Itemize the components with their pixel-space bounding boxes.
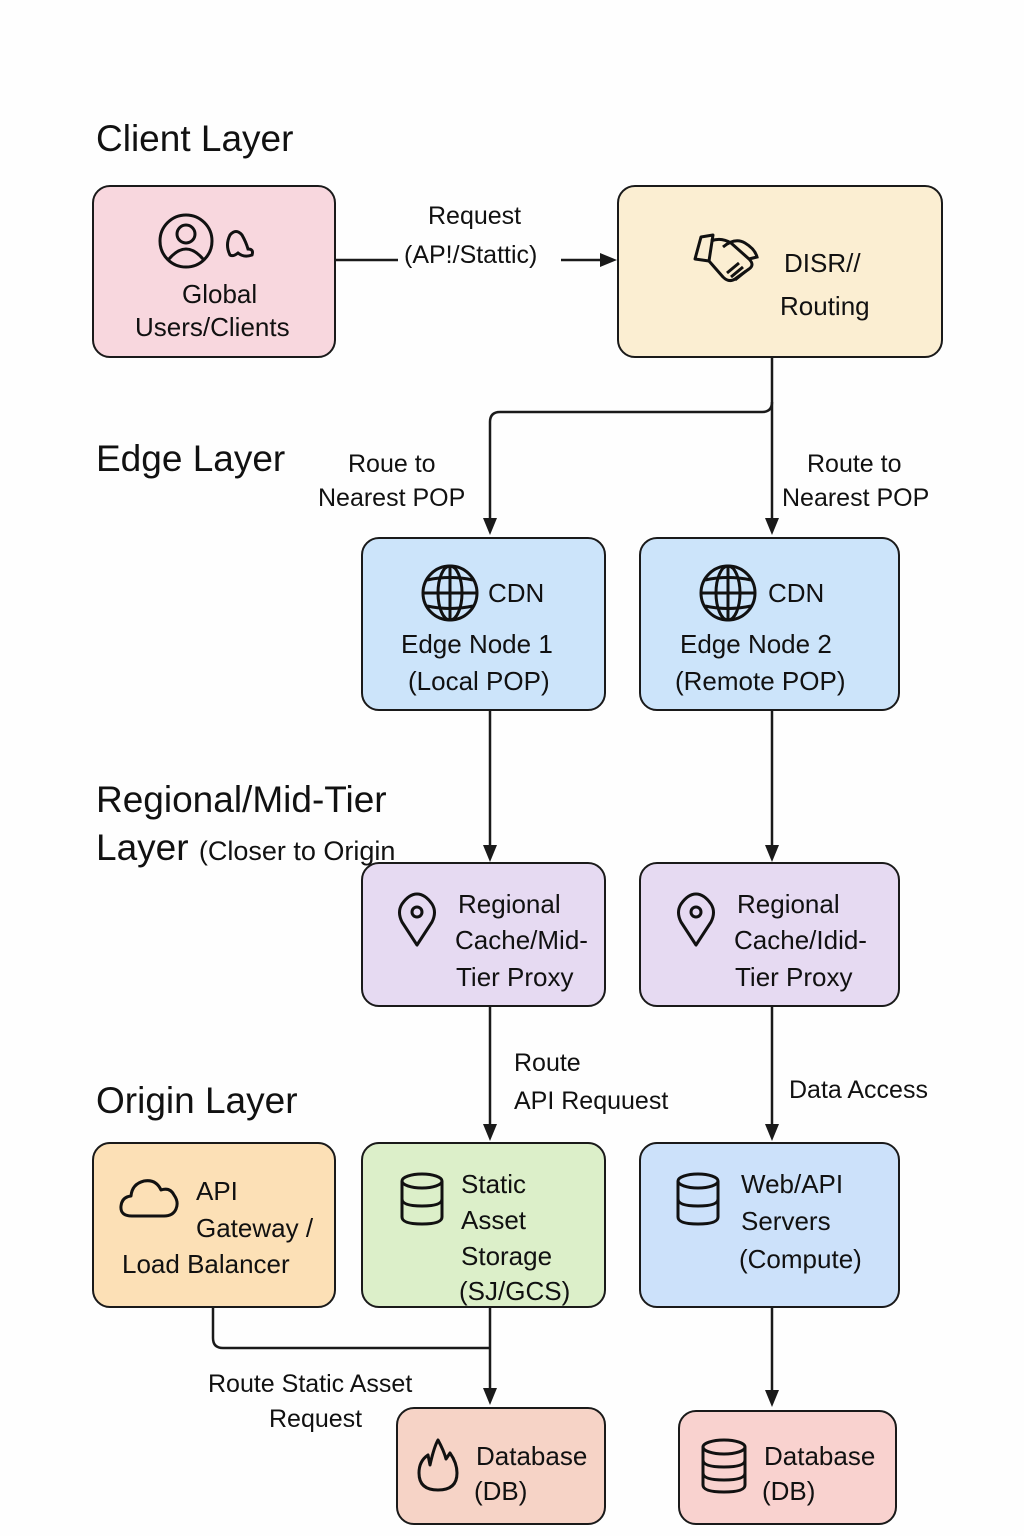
api-gateway-node[interactable]: API Gateway / Load Balancer — [92, 1142, 336, 1308]
globe-icon — [699, 564, 757, 622]
edge-label-route-right-1: Route to — [807, 450, 902, 478]
regional1-label-3: Tier Proxy — [456, 962, 574, 992]
edge1-label-3: (Local POP) — [408, 666, 550, 696]
regional2-label-1: Regional — [737, 889, 840, 919]
cdn-edge-node-2[interactable]: CDN Edge Node 2 (Remote POP) — [639, 537, 900, 711]
arrow-gateway-to-db1 — [211, 1308, 490, 1350]
cdn-edge-node-1[interactable]: CDN Edge Node 1 (Local POP) — [361, 537, 606, 711]
database-node-2[interactable]: Database (DB) — [678, 1410, 897, 1525]
global-users-node[interactable]: Global Users/Clients — [92, 185, 336, 358]
db1-label-2: (DB) — [474, 1476, 528, 1506]
edge-label-request-type: (AP!/Stattic) — [404, 241, 538, 269]
edge-label-route-api-2: API Requuest — [514, 1087, 669, 1115]
edge-label-data-access: Data Access — [789, 1076, 928, 1104]
regional1-label-1: Regional — [458, 889, 561, 919]
regional-layer-title-line2: Layer (Closer to Origin — [96, 824, 395, 875]
dns-routing-node[interactable]: DISR// Routing — [617, 185, 943, 358]
edge-label-request: Request — [428, 202, 522, 230]
web-label-2: Servers — [741, 1206, 831, 1236]
edge2-label-2: Edge Node 2 — [680, 629, 832, 659]
edge2-label-1: CDN — [768, 578, 825, 608]
flame-icon — [417, 1438, 459, 1492]
regional-cache-node-2[interactable]: Regional Cache/Idid- Tier Proxy — [639, 862, 900, 1007]
edge1-label-1: CDN — [488, 578, 545, 608]
edge-label-route-static-1: Route Static Asset — [208, 1370, 413, 1398]
cloud-icon — [119, 1179, 179, 1218]
edge-label-route-left-1: Roue to — [348, 450, 436, 478]
regional2-label-2: Cache/Idid- — [734, 925, 867, 955]
regional-layer-title: Regional/Mid-Tier — [96, 779, 387, 820]
edge-label-route-api-1: Route — [514, 1049, 581, 1077]
origin-layer-title: Origin Layer — [96, 1080, 298, 1121]
edge-layer-title: Edge Layer — [96, 438, 286, 479]
handshake-icon — [693, 233, 759, 283]
globe-icon — [421, 564, 479, 622]
user-circle-icon — [158, 213, 214, 269]
api-gateway-label-1: API — [196, 1176, 238, 1206]
global-users-label-1: Global — [182, 279, 258, 309]
dns-label-1: DISR// — [784, 248, 861, 278]
edge-label-route-left-2: Nearest POP — [318, 484, 466, 512]
edge1-label-2: Edge Node 1 — [401, 629, 553, 659]
db2-label-2: (DB) — [762, 1476, 816, 1506]
regional-layer-subtitle: (Closer to Origin — [198, 836, 396, 866]
map-pin-icon — [398, 892, 436, 947]
static-label-2: Asset — [461, 1205, 527, 1235]
edge-label-route-right-2: Nearest POP — [782, 484, 930, 512]
static-label-3: Storage — [461, 1241, 553, 1271]
web-label-1: Web/API — [741, 1169, 844, 1199]
db2-label-1: Database — [764, 1441, 876, 1471]
arrow-dns-to-edge1 — [488, 358, 774, 518]
edge2-label-3: (Remote POP) — [675, 666, 846, 696]
api-gateway-label-3: Load Balancer — [122, 1249, 290, 1279]
client-layer-title: Client Layer — [96, 118, 294, 159]
database-node-1[interactable]: Database (DB) — [396, 1407, 606, 1525]
regional2-label-3: Tier Proxy — [735, 962, 853, 992]
regional1-label-2: Cache/Mid- — [455, 925, 588, 955]
api-gateway-label-2: Gateway / — [196, 1213, 314, 1243]
map-pin-icon — [677, 892, 715, 947]
static-asset-storage-node[interactable]: Static Asset Storage (SJ/GCS) — [361, 1142, 606, 1308]
regional-layer-word: Layer — [96, 827, 189, 868]
web-api-servers-node[interactable]: Web/API Servers (Compute) — [639, 1142, 900, 1308]
web-label-3: (Compute) — [739, 1244, 862, 1274]
database-icon — [676, 1172, 720, 1226]
db1-label-1: Database — [476, 1441, 588, 1471]
edge-label-route-static-2: Request — [269, 1405, 363, 1433]
static-label-4: (SJ/GCS) — [459, 1276, 571, 1306]
global-users-label-2: Users/Clients — [135, 312, 290, 342]
static-label-1: Static — [461, 1169, 527, 1199]
dns-label-2: Routing — [780, 291, 870, 321]
database-icon — [400, 1172, 444, 1226]
chat-bubble-icon — [226, 230, 254, 258]
database-icon — [701, 1438, 747, 1494]
regional-cache-node-1[interactable]: Regional Cache/Mid- Tier Proxy — [361, 862, 606, 1007]
